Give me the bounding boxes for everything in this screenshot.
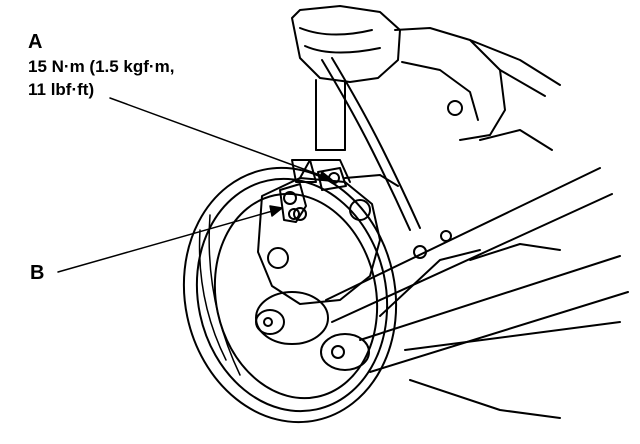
hub-nut	[255, 291, 370, 371]
brake-drum	[182, 166, 398, 424]
callout-label-a: A	[28, 31, 43, 53]
leader-line-a	[109, 97, 329, 179]
wheel-speed-sensor	[279, 183, 307, 223]
callout-label-b: B	[30, 262, 45, 284]
upper-body-panel	[394, 27, 561, 151]
strut-housing	[291, 5, 401, 151]
leader-lines	[57, 97, 333, 273]
brake-hose	[321, 57, 421, 231]
arrowhead-a	[318, 171, 333, 181]
torque-spec-line-2: 11 lbf·ft)	[28, 80, 95, 99]
leader-line-b	[57, 209, 277, 273]
arrowhead-b	[269, 205, 283, 217]
lower-control-arm	[325, 167, 629, 419]
torque-spec-line-1: 15 N·m (1.5 kgf·m,	[28, 57, 175, 76]
